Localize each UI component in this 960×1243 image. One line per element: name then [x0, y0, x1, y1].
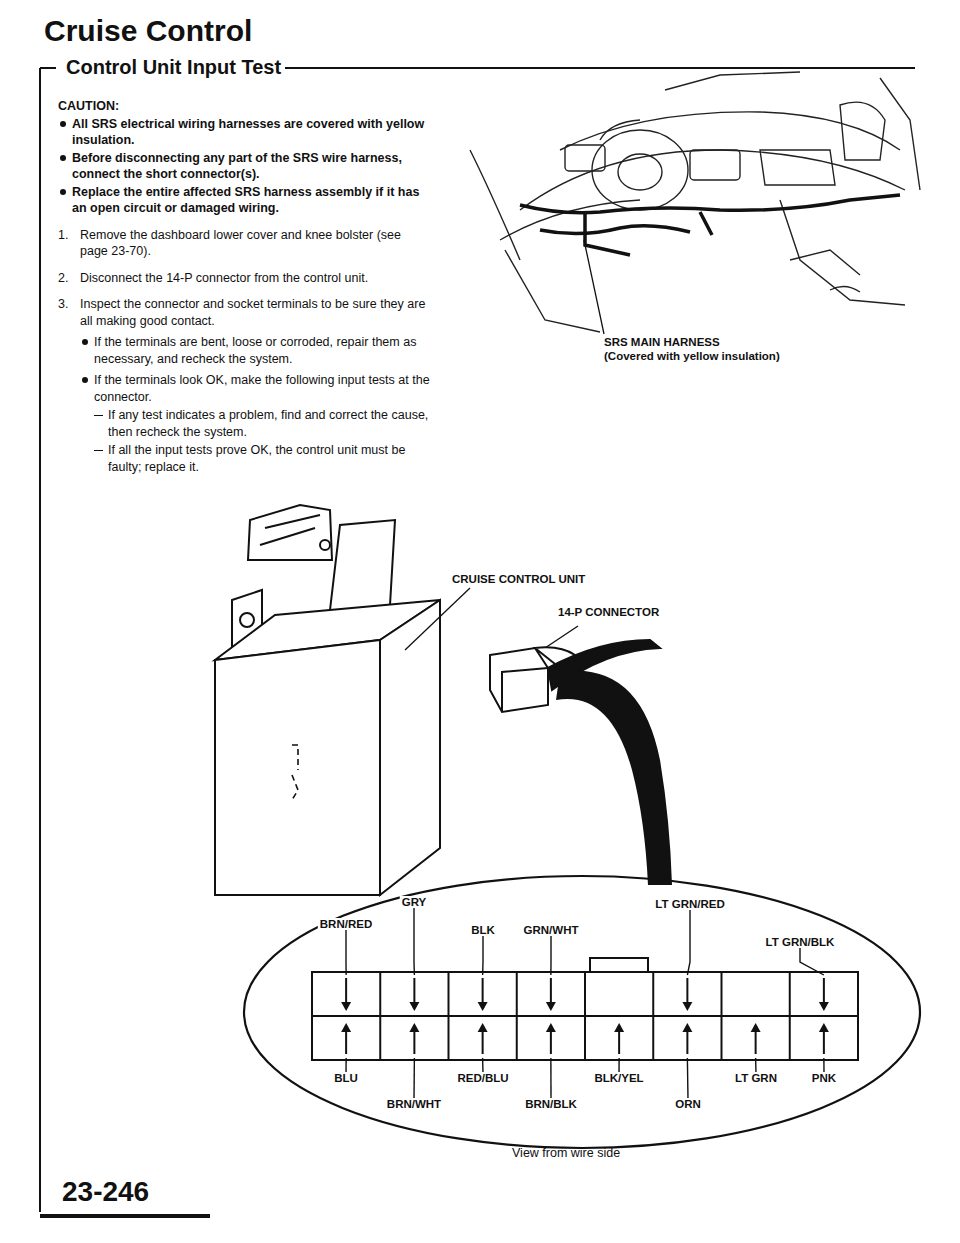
leader-line [405, 588, 470, 650]
step-number: 2. [58, 270, 80, 287]
pin-terminal [345, 1030, 347, 1054]
step-number: 1. [58, 227, 80, 260]
caution-item: All SRS electrical wiring harnesses are … [58, 116, 430, 149]
pin-arrow [682, 1002, 692, 1011]
wire-color: ORN [673, 1098, 703, 1110]
wire-color: LT GRN/BLK [764, 936, 837, 948]
step-row: 2.Disconnect the 14-P connector from the… [58, 270, 430, 287]
srs-harness-drawing [520, 195, 900, 255]
wire-color: RED/BLU [455, 1072, 510, 1084]
leader-line [345, 930, 347, 975]
wire-bundle [556, 671, 672, 885]
step-row: 3.Inspect the connector and socket termi… [58, 296, 430, 329]
wire-color: BLK [469, 924, 497, 936]
wire-color: BRN/RED [318, 918, 374, 930]
pin-terminal [823, 1030, 825, 1054]
sub-step: If the terminals look OK, make the follo… [80, 372, 430, 405]
page-frame [40, 68, 915, 1216]
caution-heading: CAUTION: [58, 98, 430, 115]
page-number: 23-246 [62, 1176, 149, 1208]
dashboard-sketch [470, 72, 920, 332]
pin-divider [584, 972, 586, 1060]
pin-terminal [345, 978, 347, 1004]
pin-arrow [478, 1023, 488, 1032]
wire-color: BLU [332, 1072, 360, 1084]
sub-sub-step: If any test indicates a problem, find an… [94, 407, 430, 440]
instruction-column: CAUTION:All SRS electrical wiring harnes… [58, 98, 430, 475]
control-unit-drawing [215, 505, 440, 895]
section-heading: Control Unit Input Test [62, 56, 285, 79]
leader-line [550, 936, 552, 975]
leader-line [550, 1058, 552, 1100]
step-text: Remove the dashboard lower cover and kne… [80, 227, 430, 260]
pin-terminal [550, 1030, 552, 1054]
wire-leaders [346, 908, 824, 1100]
pin-arrow [341, 1023, 351, 1032]
pin-grid [341, 972, 829, 1060]
sub-step: If the terminals are bent, loose or corr… [80, 334, 430, 367]
wire-color: LT GRN [733, 1072, 779, 1084]
pin-divider [789, 972, 791, 1060]
leader-line [800, 948, 824, 975]
pin-terminal [618, 1030, 620, 1054]
pin-divider [721, 972, 723, 1060]
pin-arrow [409, 1023, 419, 1032]
sub-sub-step: If all the input tests prove OK, the con… [94, 442, 430, 475]
wire-color: GRY [400, 896, 429, 908]
wire-color: GRN/WHT [522, 924, 581, 936]
pin-terminal [413, 978, 415, 1004]
step-text: Inspect the connector and socket termina… [80, 296, 430, 329]
pin-terminal [550, 978, 552, 1004]
pin-arrow [614, 1023, 624, 1032]
pin-arrow [546, 1023, 556, 1032]
step-row: 1.Remove the dashboard lower cover and k… [58, 227, 430, 260]
leader-line [687, 1058, 689, 1100]
pin-divider [448, 972, 450, 1060]
part-name: CRUISE CONTROL UNIT [452, 573, 585, 585]
wire-color: PNK [810, 1072, 838, 1084]
pin-arrow [751, 1023, 761, 1032]
wire-color: BRN/WHT [385, 1098, 443, 1110]
pin-terminal [686, 978, 688, 1004]
pin-arrow [819, 1023, 829, 1032]
part-name: 14-P CONNECTOR [558, 606, 659, 618]
page-title: Cruise Control [44, 14, 252, 48]
pin-terminal [482, 1030, 484, 1054]
leader-line [413, 908, 415, 975]
wire-color: BRN/BLK [523, 1098, 579, 1110]
connector-face [312, 958, 858, 1060]
caution-item: Before disconnecting any part of the SRS… [58, 150, 430, 183]
pin-arrow [409, 1002, 419, 1011]
pin-arrow [478, 1002, 488, 1011]
leader-line [413, 1058, 415, 1100]
pin-arrow [819, 1002, 829, 1011]
step-text: Disconnect the 14-P connector from the c… [80, 270, 430, 287]
pin-terminal [823, 978, 825, 1004]
view-note: View from wire side [512, 1146, 620, 1160]
callout-bubble [244, 876, 920, 1148]
pin-divider [379, 972, 381, 1060]
wire-color: BLK/YEL [592, 1072, 645, 1084]
part-note: (Covered with yellow insulation) [604, 350, 780, 362]
pin-divider [652, 972, 654, 1060]
caution-item: Replace the entire affected SRS harness … [58, 184, 430, 217]
pin-divider [516, 972, 518, 1060]
pin-terminal [482, 978, 484, 1004]
pin-terminal [686, 1030, 688, 1054]
pin-terminal [413, 1030, 415, 1054]
indicator-outline [292, 745, 298, 800]
part-name: SRS MAIN HARNESS [604, 336, 720, 348]
pin-arrow [546, 1002, 556, 1011]
pin-terminal [755, 1030, 757, 1054]
leader-line [482, 936, 484, 975]
leader-line [687, 910, 690, 975]
leader-line [584, 240, 604, 334]
pin-arrow [341, 1002, 351, 1011]
wire-color: LT GRN/RED [653, 898, 726, 910]
pin-arrow [682, 1023, 692, 1032]
step-number: 3. [58, 296, 80, 329]
